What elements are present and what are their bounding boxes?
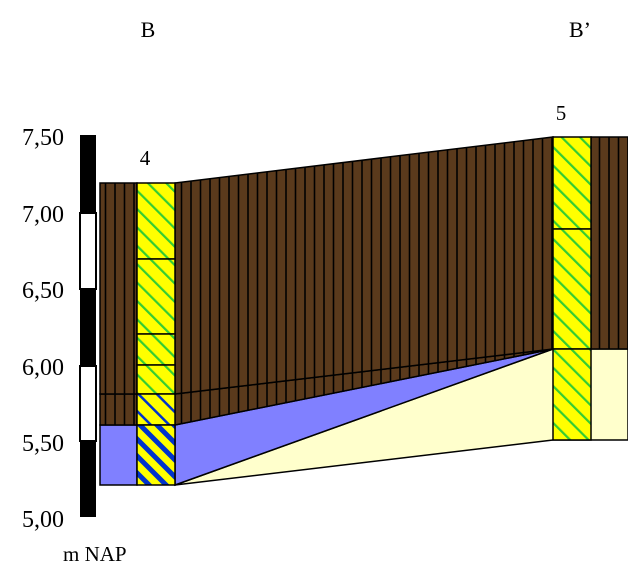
tick-label-7-00: 7,00 xyxy=(22,202,64,228)
boring-4-segment-1 xyxy=(136,182,176,260)
tick-label-5-50: 5,50 xyxy=(22,431,64,457)
tick-label-6-50: 6,50 xyxy=(22,278,64,304)
scale-bar-7-50 xyxy=(80,135,96,184)
section-end-label: B’ xyxy=(569,17,591,42)
boring-4-core xyxy=(136,182,176,486)
scale-bar-7-00 xyxy=(79,212,97,290)
boring-5-segment-3 xyxy=(552,348,592,441)
peat-lower-left xyxy=(99,393,138,426)
boring-4-segment-5 xyxy=(136,393,176,426)
boring-4-label: 4 xyxy=(140,146,151,170)
boring-5-segment-1 xyxy=(552,136,592,230)
tick-label-6-00: 6,00 xyxy=(22,355,64,381)
boring-4-segment-2 xyxy=(136,258,176,335)
boring-4-segment-3 xyxy=(136,333,176,366)
tick-label-5-00: 5,00 xyxy=(22,507,64,533)
scale-bar-6-00 xyxy=(79,365,97,442)
boring-4-segment-4 xyxy=(136,364,176,395)
clay-layer-left xyxy=(99,424,138,486)
peat-layer xyxy=(174,136,554,395)
scale-bar-7-20 xyxy=(80,184,96,213)
boring-5-label: 5 xyxy=(556,101,567,125)
boring-5-segment-2 xyxy=(552,228,592,350)
section-start-label: B xyxy=(141,17,156,42)
tick-label-7-50: 7,50 xyxy=(22,125,64,151)
axis-unit-label: m NAP xyxy=(63,542,127,565)
boring-5-core xyxy=(552,136,592,441)
peat-layer-right xyxy=(590,136,628,350)
scale-bar-6-50 xyxy=(80,289,96,366)
peat-layer-left xyxy=(99,182,138,395)
boring-4-segment-6 xyxy=(136,424,176,486)
scale-bar-5-50 xyxy=(80,441,96,517)
depth-scale xyxy=(79,135,97,517)
